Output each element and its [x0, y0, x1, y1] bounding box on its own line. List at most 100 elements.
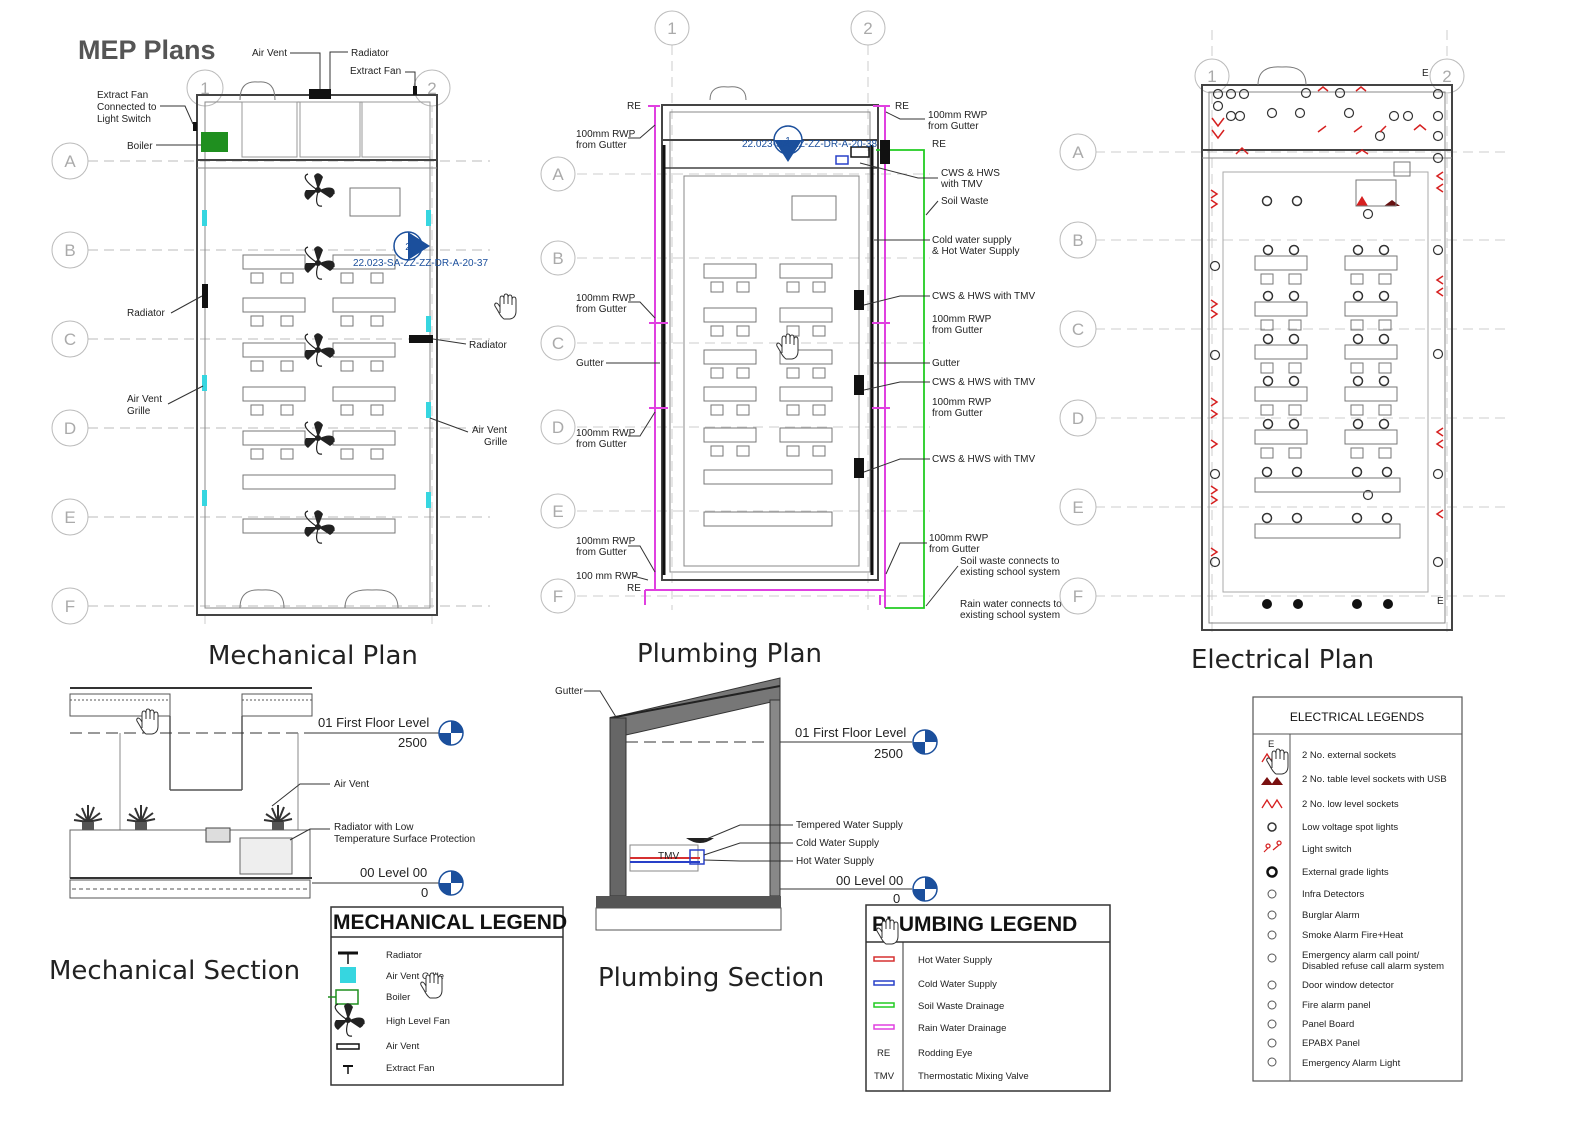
plumb-legend-item: Soil Waste Drainage — [918, 1001, 1004, 1012]
plumb-right-label: 100mm RWP — [932, 397, 992, 408]
elec-legend-item: EPABX Panel — [1302, 1038, 1360, 1049]
plumb-left-label: RE — [627, 101, 641, 112]
plumb-left-label: 100mm RWP — [576, 428, 636, 439]
burglar-alarm-icon — [1267, 910, 1277, 920]
fire-alarm-panel-icon — [1267, 1000, 1277, 1010]
smoke-alarm-icon — [1267, 930, 1277, 940]
mech-section-marker: 2 22.023-SA-ZZ-ZZ-DR-A-20-37 — [353, 231, 488, 269]
elec-legend-item: Light switch — [1302, 844, 1352, 855]
plumb-right-label: Cold water supply — [932, 235, 1011, 246]
grid-label-c: C — [64, 330, 76, 349]
elec-legend-item: Panel Board — [1302, 1019, 1354, 1030]
plumb-right-label: 100mm RWP — [932, 314, 992, 325]
soil-waste-pipe — [876, 149, 925, 609]
boiler-symbol — [201, 132, 228, 152]
plumb-left-label: from Gutter — [576, 304, 627, 315]
mech-section-radiator-1: Radiator with Low — [334, 822, 414, 833]
mech-section-ref: 22.023-SA-ZZ-ZZ-DR-A-20-37 — [353, 258, 488, 269]
grid-label-d: D — [64, 419, 76, 438]
elec-legend-item: Fire alarm panel — [1302, 1000, 1371, 1011]
plumb-right-label: from Gutter — [932, 408, 983, 419]
grid-label-2: 2 — [1442, 67, 1451, 86]
air-vent-icon — [336, 1043, 360, 1050]
mech-legend-item: High Level Fan — [386, 1016, 450, 1027]
mech-label-air-vent-grille-left-2: Grille — [127, 406, 151, 417]
plumb-left-label: 100mm RWP — [576, 536, 636, 547]
mech-label-air-vent-grille-right-2: Grille — [484, 437, 508, 448]
elec-legend-item: Emergency alarm call point/ — [1302, 950, 1420, 961]
electrical-sockets — [1210, 86, 1444, 557]
plumbing-plan: A B C D E F 1 2 — [540, 10, 1062, 669]
usb-socket-icon — [1261, 777, 1283, 785]
level-marker-icon — [438, 720, 464, 746]
plumb-section-first-floor-label: 01 First Floor Level — [795, 725, 906, 740]
elec-legend-item: Disabled refuse call alarm system — [1302, 961, 1444, 972]
plumb-right-label: Soil waste connects to — [960, 556, 1060, 567]
elec-legend-item: 2 No. external sockets — [1302, 750, 1396, 761]
grid-label-1: 1 — [200, 79, 209, 98]
plumb-legend-item: Thermostatic Mixing Valve — [918, 1071, 1029, 1082]
plumb-legend-item: Cold Water Supply — [918, 979, 997, 990]
plumbing-plan-title: Plumbing Plan — [637, 639, 822, 669]
sheet-title: MEP Plans — [78, 35, 216, 65]
plumb-right-label: 100mm RWP — [929, 533, 989, 544]
plumbing-legend-title: PLUMBING LEGEND — [872, 913, 1077, 936]
mech-legend-item: Extract Fan — [386, 1063, 435, 1074]
level-marker-icon — [438, 870, 464, 896]
plumb-right-annotations: RE 100mm RWP from Gutter RE CWS & HWS wi… — [859, 101, 1062, 621]
grid-label-a: A — [1072, 143, 1084, 162]
elec-legend-item: Emergency Alarm Light — [1302, 1058, 1401, 1069]
plumb-right-label: CWS & HWS with TMV — [932, 377, 1035, 388]
plumb-right-label: Soil Waste — [941, 196, 989, 207]
elec-legend-item: 2 No. low level sockets — [1302, 799, 1399, 810]
plumb-right-label: CWS & HWS with TMV — [932, 291, 1035, 302]
mech-radiator-right — [409, 335, 433, 343]
door-window-detector-icon — [1267, 980, 1277, 990]
electrical-legend: ELECTRICAL LEGENDS E 2 No. external sock… — [1252, 696, 1463, 1082]
electrical-plan: A B C D E F 1 2 — [1059, 30, 1510, 675]
plumb-right-label: Gutter — [932, 358, 960, 369]
external-light-icon — [1266, 866, 1278, 878]
emergency-call-point-icon — [1267, 953, 1277, 963]
mech-label-boiler: Boiler — [127, 141, 153, 152]
infra-detector-icon — [1267, 889, 1277, 899]
plumb-section-ref: 22.023-SA-ZZ-ZZ-DR-A-20-38 — [742, 139, 877, 150]
plumb-section-ground-label: 00 Level 00 — [836, 873, 903, 888]
elec-legend-item: 2 No. table level sockets with USB — [1302, 774, 1447, 785]
plumb-right-label: from Gutter — [928, 121, 979, 132]
rain-water-pipes — [644, 105, 890, 608]
plumb-section-marker: 1 22.023-SA-ZZ-ZZ-DR-A-20-38 — [742, 125, 877, 162]
epabx-panel-icon — [1267, 1038, 1277, 1048]
plumb-legend-symbol: RE — [877, 1048, 890, 1059]
level-marker-icon — [912, 729, 938, 755]
mech-section-radiator-2: Temperature Surface Protection — [334, 834, 475, 845]
plumb-section-ground-value: 0 — [893, 891, 900, 906]
electrical-plan-title: Electrical Plan — [1191, 645, 1374, 675]
mech-label-air-vent-grille-left-1: Air Vent — [127, 394, 162, 405]
mech-section-number: 2 — [405, 242, 411, 253]
plumb-right-label: 100mm RWP — [928, 110, 988, 121]
mech-grid: A B C D E F 1 2 — [51, 69, 490, 630]
elec-legend-tag-e: E — [1268, 739, 1274, 750]
elec-legend-item: Infra Detectors — [1302, 889, 1365, 900]
plumb-section-number: 1 — [785, 136, 791, 147]
mechanical-section-title: Mechanical Section — [49, 956, 300, 986]
plumbing-section: TMV Gutter 01 First Floor Level 2500 00 … — [555, 677, 938, 993]
high-level-fan-icon — [303, 332, 335, 367]
grid-label-b: B — [552, 249, 563, 268]
mech-label-extract-fan-switch-3: Light Switch — [97, 114, 151, 125]
grid-label-e: E — [1072, 498, 1083, 517]
grid-label-c: C — [552, 334, 564, 353]
elec-legend-item: Burglar Alarm — [1302, 910, 1360, 921]
grid-label-d: D — [1072, 409, 1084, 428]
plumb-left-label: 100mm RWP — [576, 129, 636, 140]
high-level-fan-icon — [303, 172, 335, 207]
mech-section-first-floor-value: 2500 — [398, 735, 427, 750]
plumb-right-label: & Hot Water Supply — [932, 246, 1019, 257]
grid-label-f: F — [553, 587, 563, 606]
high-level-fan-icon — [303, 420, 335, 455]
plumb-right-label: RE — [895, 101, 909, 112]
level-marker-icon — [912, 876, 938, 902]
plumb-section-label: Hot Water Supply — [796, 856, 874, 867]
mechanical-legend: MECHANICAL LEGEND Radiator Air Vent Gril… — [328, 906, 567, 1086]
